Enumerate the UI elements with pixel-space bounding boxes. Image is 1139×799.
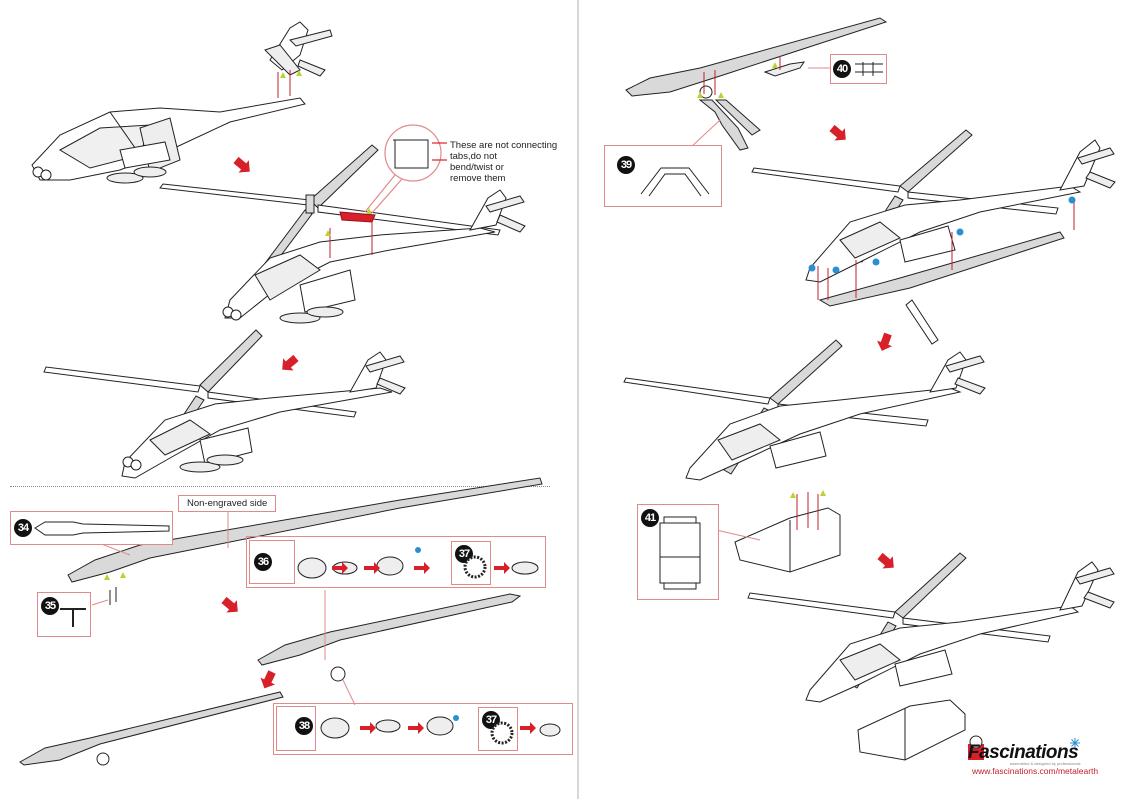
note-line: These are not connecting — [450, 140, 558, 151]
helicopter-stage-6-final — [747, 552, 1115, 761]
step-38-callout: 38 — [276, 706, 316, 751]
non-engraved-side-label: Non-engraved side — [178, 495, 277, 512]
step-badge: 35 — [41, 597, 59, 615]
stand-support-icon — [640, 167, 710, 197]
note-line: bend/twist or — [450, 162, 504, 173]
step-arrow — [230, 153, 255, 178]
attach-lines-stage-5 — [715, 492, 819, 541]
step-36-callout: 36 — [249, 540, 295, 584]
step-arrow — [257, 668, 280, 692]
step-arrow — [277, 351, 302, 376]
attach-lines-stage-4 — [817, 200, 1075, 300]
section-divider-dotted — [10, 486, 550, 487]
note-line: remove them — [450, 173, 506, 184]
helicopter-stage-4 — [751, 129, 1116, 345]
tab-detail-callout — [364, 124, 447, 214]
step-badge: 34 — [14, 519, 32, 537]
step-arrow — [826, 121, 851, 146]
wheel-sequence-2-box — [273, 703, 573, 755]
note-line: tabs,do not — [450, 151, 498, 162]
step-badge: 36 — [254, 553, 272, 571]
step-arrow — [218, 593, 243, 618]
page-divider-vertical — [577, 0, 579, 799]
step-arrow — [874, 549, 899, 574]
step-badge: 38 — [295, 717, 313, 735]
step-badge: 40 — [833, 60, 851, 78]
step-34-callout: 34 — [10, 511, 173, 545]
wheel-ring-icon — [490, 721, 514, 745]
step-badge: 39 — [617, 156, 635, 174]
helicopter-stage-3 — [43, 329, 406, 479]
step-37-callout-2: 37 — [478, 707, 518, 751]
tab-warning-note: These are not connecting tabs,do not ben… — [450, 140, 557, 184]
step-35-callout: 35 — [37, 592, 91, 637]
display-base-net-icon — [659, 516, 701, 590]
brand-mascot-icon — [968, 735, 984, 760]
landing-strut-icon — [60, 608, 86, 627]
sequence-arrows — [332, 562, 536, 734]
step-arrow — [874, 331, 896, 354]
step-39-callout: 39 — [604, 145, 722, 207]
wheel-sequence-1-box — [246, 536, 546, 588]
brand-url[interactable]: www.fascinations.com/metalearth — [972, 766, 1099, 776]
helicopter-stage-1 — [31, 21, 333, 184]
helicopter-stage-2 — [159, 144, 526, 324]
tail-wheel-icon — [855, 62, 883, 76]
helicopter-stage-5 — [623, 339, 986, 573]
stub-wing-assembly-2 — [257, 590, 522, 706]
stub-wing-assembly-3 — [19, 691, 284, 766]
step-41-callout: 41 — [637, 504, 719, 600]
blue-markers — [808, 196, 1076, 274]
snowflake-icon — [1070, 738, 1080, 748]
fuselage-strip-icon — [34, 521, 170, 536]
brand-logo: Fascinations — [968, 742, 1079, 763]
stub-wing-with-gear — [625, 17, 888, 151]
brand-tagline: assembled & designed by professionals — [1010, 761, 1081, 766]
step-37-callout: 37 — [451, 541, 491, 585]
step-badge: 41 — [641, 509, 659, 527]
step-40-callout: 40 — [830, 54, 887, 84]
wheel-ring-icon — [463, 555, 487, 579]
